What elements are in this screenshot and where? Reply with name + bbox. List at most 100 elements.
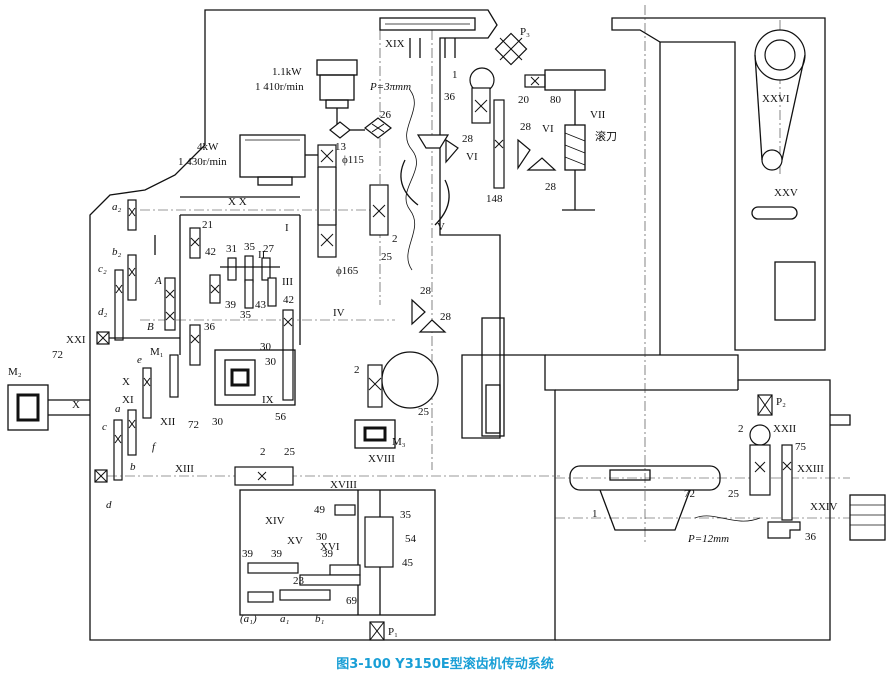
shaft-label-ix: IX — [262, 394, 274, 406]
gear-39c: 39 — [271, 548, 283, 560]
label-M1: M₁ — [150, 346, 164, 358]
gear-35c: 35 — [400, 509, 412, 521]
gear-2-mid: 2 — [392, 233, 398, 245]
shaft-label-xxvi: XXVI — [762, 93, 790, 105]
gear-30c: 30 — [212, 416, 224, 428]
gear-25-m3: 25 — [418, 406, 430, 418]
gear-43: 43 — [255, 299, 267, 311]
gear-13: 13 — [335, 141, 347, 153]
shaft-label-xv: XV — [287, 535, 303, 547]
label-a1: a₁ — [280, 613, 290, 625]
shaft-label-x-inner: X — [122, 376, 130, 388]
shaft-label-xxiii: XXIII — [797, 463, 824, 475]
label-b2: b₂ — [112, 246, 122, 258]
gear-35a: 35 — [244, 241, 256, 253]
gear-39b: 39 — [242, 548, 254, 560]
motor-main-speed: 1 430r/min — [178, 156, 227, 168]
gear-28a: 28 — [462, 133, 474, 145]
shaft-xix-block — [379, 17, 476, 31]
figure-caption: 图3-100 Y3150E型滚齿机传动系统 — [336, 656, 554, 672]
shaft-label-xix: XIX — [385, 38, 405, 50]
gear-28d: 28 — [420, 285, 432, 297]
clutch-m2 — [7, 384, 49, 431]
gear-36-right: 36 — [805, 531, 817, 543]
gear-30d: 30 — [316, 531, 328, 543]
shaft-label-xiii: XIII — [175, 463, 194, 475]
gear-28c: 28 — [545, 181, 557, 193]
label-d: d — [106, 499, 112, 511]
motor-main — [239, 134, 306, 178]
shaft-label-vii: VII — [590, 109, 606, 121]
shaft-label-xxii: XXII — [773, 423, 797, 435]
pitch-label-bottom: P=12mm — [687, 533, 729, 545]
label-a2: a₂ — [112, 201, 122, 213]
shaft-label-xii: XII — [160, 416, 176, 428]
shaft-label-xxi: XXI — [66, 334, 86, 346]
gear-36-mid: 36 — [204, 321, 216, 333]
gear-36-top: 36 — [444, 91, 456, 103]
right-column-outline — [611, 17, 826, 351]
shaft-label-xxiv: XXIV — [810, 501, 838, 513]
pitch-label-top: P=3πmm — [369, 81, 411, 93]
gear-20: 20 — [518, 94, 530, 106]
gear-1-top: 1 — [452, 69, 458, 81]
label-f: f — [152, 441, 157, 453]
gear-39d: 39 — [322, 548, 334, 560]
label-M2: M₂ — [8, 366, 22, 378]
hob-label: 滚刀 — [595, 129, 617, 143]
table-base-outline — [545, 354, 831, 641]
gear-1-table: 1 — [592, 508, 598, 520]
motor-main-power: 4kW — [197, 141, 219, 153]
gear-56: 56 — [275, 411, 287, 423]
gear-25-x13: 25 — [284, 446, 296, 458]
shaft-label-iii: III — [282, 276, 293, 288]
label-a1-paren: (a₁) — [240, 613, 257, 625]
gear-148: 148 — [486, 193, 503, 205]
motor-small-speed: 1 410r/min — [255, 81, 304, 93]
gear-28b: 28 — [520, 121, 532, 133]
label-P3: P₃ — [520, 26, 530, 38]
label-A: A — [154, 275, 162, 287]
label-b1: b₁ — [315, 613, 325, 625]
label-d2: d₂ — [98, 306, 108, 318]
gear-30a: 30 — [260, 341, 272, 353]
pulley-large-label: ϕ165 — [336, 265, 359, 277]
machine-housing-outline — [89, 9, 556, 641]
pulley-small-label: ϕ115 — [342, 154, 364, 166]
label-b: b — [130, 461, 136, 473]
label-c2: c₂ — [98, 263, 107, 275]
gear-30b: 30 — [265, 356, 277, 368]
shaft-label-xi: XI — [122, 394, 134, 406]
gear-26: 26 — [380, 109, 392, 121]
shaft-label-ii: II — [258, 249, 266, 261]
gear-31: 31 — [226, 243, 237, 255]
shaft-label-xxv: XXV — [774, 187, 798, 199]
gear-25-right: 25 — [728, 488, 740, 500]
gear-23: 23 — [293, 575, 305, 587]
bottom-gearbox — [239, 489, 436, 616]
hob — [564, 124, 586, 171]
label-e: e — [137, 354, 142, 366]
gear-25-mid: 25 — [381, 251, 393, 263]
gear-21: 21 — [202, 219, 213, 231]
shaft-label-xviii-top: XVIII — [368, 453, 395, 465]
shaft-label-vi-a: VI — [466, 151, 478, 163]
label-P1: P₁ — [388, 626, 398, 638]
gear-2-right: 2 — [738, 423, 744, 435]
gear-75: 75 — [795, 441, 807, 453]
gear-28e: 28 — [440, 311, 452, 323]
label-B: B — [147, 321, 154, 333]
shaft-label-i: I — [285, 222, 289, 234]
gear-54: 54 — [405, 533, 417, 545]
gear-69: 69 — [346, 595, 358, 607]
gear-39a: 39 — [225, 299, 237, 311]
gear-2-m3: 2 — [354, 364, 360, 376]
shaft-label-v: V — [437, 221, 445, 233]
gear-42a: 42 — [205, 246, 216, 258]
gear-45: 45 — [402, 557, 414, 569]
label-P2: P₂ — [776, 396, 786, 408]
gear-35b: 35 — [240, 309, 252, 321]
shaft-label-xx: X X — [228, 196, 247, 208]
label-c: c — [102, 421, 107, 433]
